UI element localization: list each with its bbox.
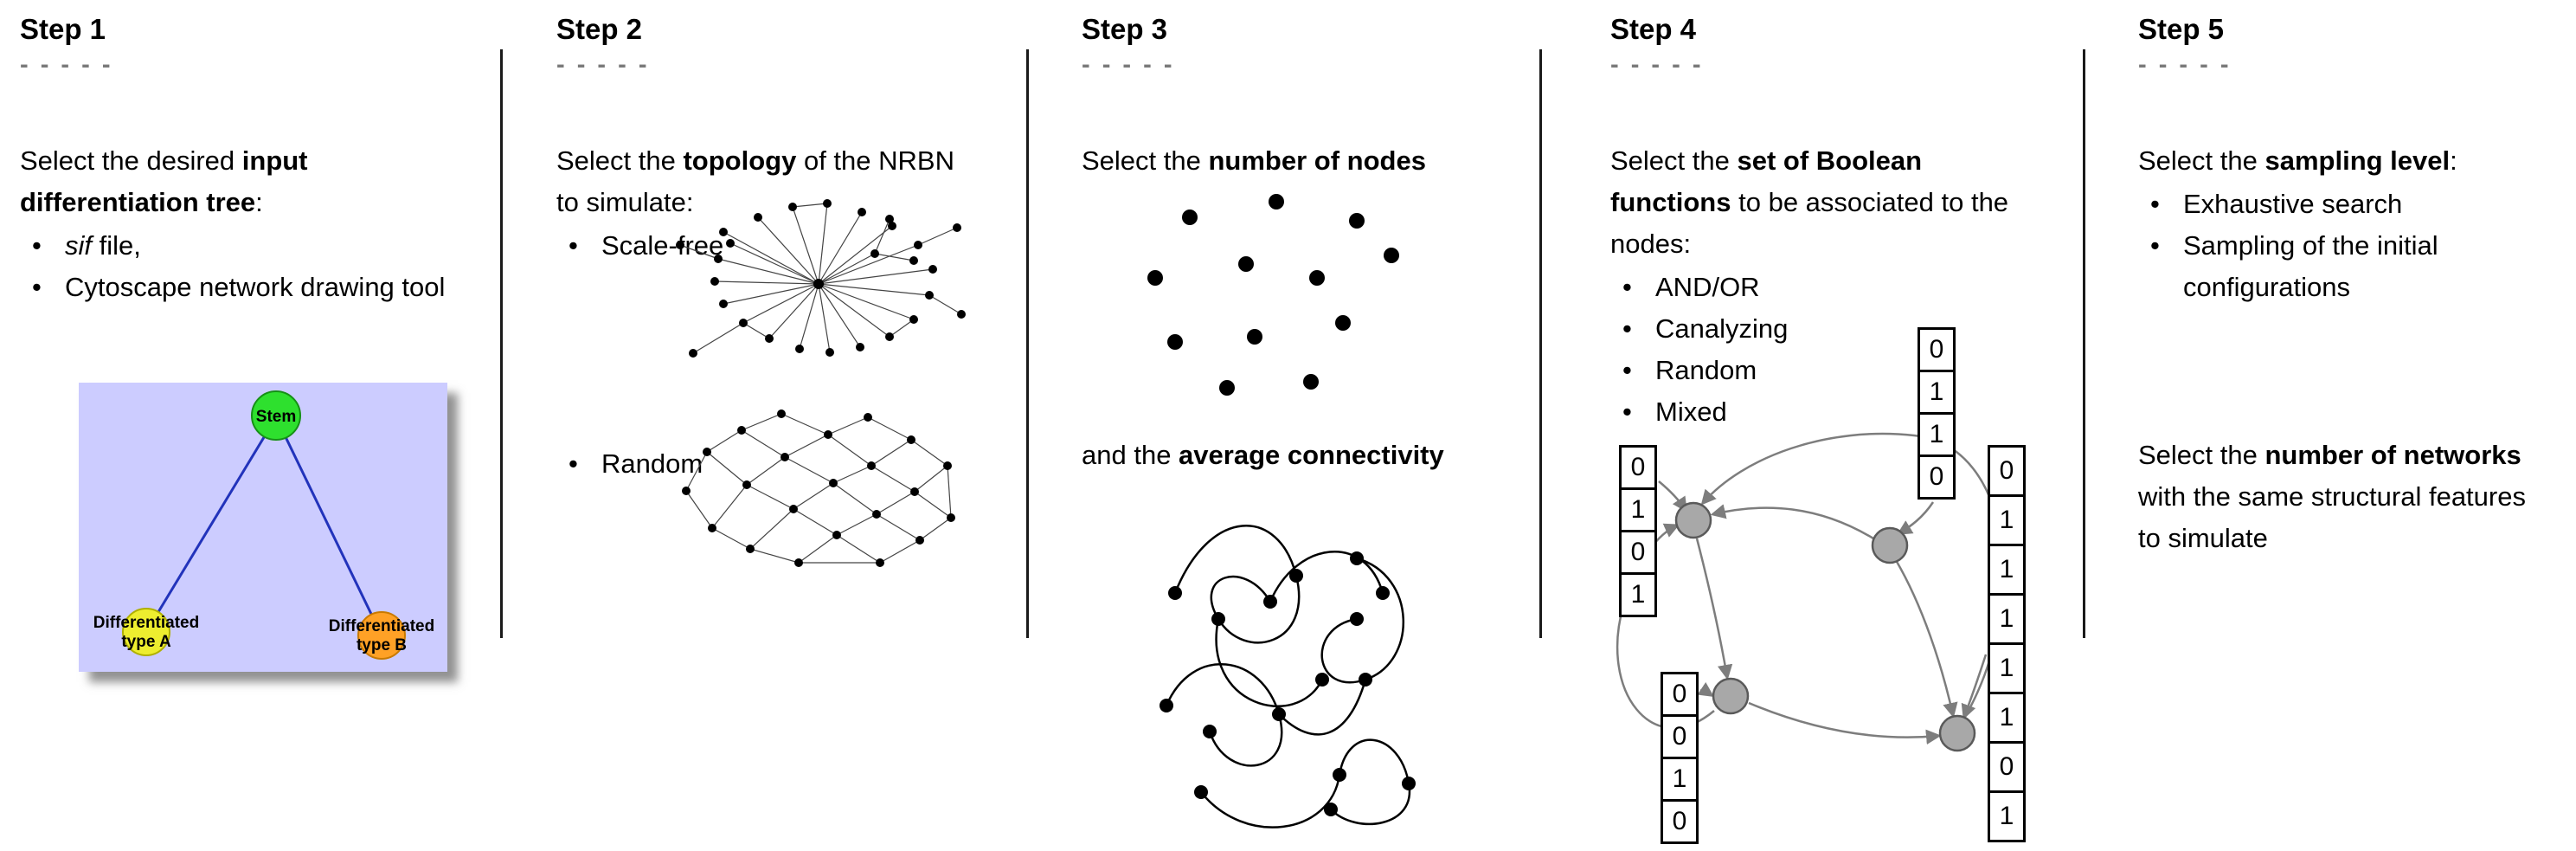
truth-cell: 0 [1918, 455, 1956, 500]
truth-cell: 1 [1988, 593, 2026, 645]
step4-intro: Select the set of Boolean functions to b… [1610, 145, 2009, 259]
truth-cell: 0 [1661, 714, 1699, 759]
connectivity-tangle-graphic [1160, 525, 1416, 828]
scale-free-network-graphic [676, 199, 966, 358]
column-divider [500, 49, 503, 638]
tree-root-node [251, 390, 301, 441]
nodes-scatter-graphic [1147, 194, 1399, 396]
step3-connectivity-text: and the average connectivity [1082, 440, 1444, 470]
bullet-item: Cytoscape network drawing tool [20, 267, 493, 308]
truth-cell: 0 [1988, 445, 2026, 497]
tree-leaf-b-node [357, 611, 406, 660]
bullet-item: Canalyzing [1610, 308, 2076, 350]
step-4-panel: Step 4 - - - - - Select the set of Boole… [1542, 0, 2083, 851]
random-network-graphic [682, 409, 955, 567]
network-node [1712, 677, 1750, 715]
step5-options: Exhaustive searchSampling of the initial… [2138, 184, 2569, 308]
truth-cell: 1 [1619, 572, 1657, 617]
step-dashes: - - - - - [2138, 51, 2232, 79]
step-3-panel: Step 3 - - - - - Select the number of no… [1029, 0, 1539, 851]
truth-cell: 0 [1988, 741, 2026, 793]
truth-cell: 0 [1619, 445, 1657, 490]
bullet-item: Mixed [1610, 391, 2076, 433]
step-1-panel: Step 1 - - - - - Select the desired inpu… [0, 0, 500, 851]
tree-leaf-b-label: type B [357, 636, 407, 654]
step-title: Step 5 [2138, 13, 2225, 45]
step4-options: AND/ORCanalyzingRandomMixed [1610, 267, 2076, 433]
network-node [1938, 714, 1976, 752]
network-node [1871, 526, 1909, 564]
tree-leaf-a-label: type A [121, 633, 171, 651]
step-title: Step 2 [556, 13, 643, 45]
bullet-item: Random [1610, 350, 2076, 391]
truth-cell: 1 [1918, 412, 1956, 457]
tree-leaf-a-node [122, 608, 170, 656]
truth-cell: 1 [1988, 790, 2026, 842]
tree-leaf-b-label: Differentiated [329, 617, 434, 635]
truth-cell: 0 [1918, 327, 1956, 372]
step-2-panel: Step 2 - - - - - Select the topology of … [503, 0, 1026, 851]
truth-cell: 1 [1661, 757, 1699, 802]
truth-cell: 1 [1988, 544, 2026, 596]
bullet-item: Scale-free [556, 225, 1019, 267]
bullet-item: sif file, [20, 225, 493, 267]
differentiation-tree-graphic: Stem Differentiated type A Differentiate… [79, 383, 447, 672]
truth-cell: 0 [1661, 672, 1699, 717]
truth-cell: 1 [1918, 370, 1956, 415]
step-dashes: - - - - - [1082, 51, 1175, 79]
column-divider [2083, 49, 2085, 638]
step-title: Step 4 [1610, 13, 1697, 45]
truth-cell: 0 [1661, 799, 1699, 844]
bullet-item: AND/OR [1610, 267, 2076, 308]
step1-options: sif file, Cytoscape network drawing tool [20, 225, 493, 308]
step5-sampling-text: Select the sampling level: [2138, 145, 2457, 176]
truth-cell: 1 [1619, 487, 1657, 532]
bullet-item: Random [556, 443, 1019, 485]
step1-intro: Select the desired input differentiation… [20, 145, 308, 217]
tree-root-label: Stem [256, 408, 296, 426]
truth-cell: 1 [1988, 642, 2026, 694]
bullet-item: Sampling of the initial configurations [2138, 225, 2569, 308]
truth-cell: 1 [1988, 494, 2026, 546]
column-divider [1539, 49, 1542, 638]
step2-intro: Select the topology of the NRBN to simul… [556, 145, 954, 217]
network-nodes [1674, 501, 1976, 752]
tree-edges [145, 416, 383, 636]
step-title: Step 3 [1082, 13, 1168, 45]
column-divider [1026, 49, 1029, 638]
tree-leaf-a-label: Differentiated [93, 614, 199, 632]
network-node [1674, 501, 1712, 539]
step-title: Step 1 [20, 13, 106, 45]
step-5-panel: Step 5 - - - - - Select the sampling lev… [2085, 0, 2576, 851]
truth-cell: 1 [1988, 692, 2026, 744]
step5-networks-text: Select the number of networks with the s… [2138, 440, 2526, 553]
truth-cell: 0 [1619, 530, 1657, 575]
step3-nodes-text: Select the number of nodes [1082, 145, 1426, 176]
step-dashes: - - - - - [1610, 51, 1704, 79]
step-dashes: - - - - - [20, 51, 113, 79]
bullet-item: Exhaustive search [2138, 184, 2569, 225]
step-dashes: - - - - - [556, 51, 650, 79]
step2-options: Scale-free Random [556, 225, 1019, 485]
